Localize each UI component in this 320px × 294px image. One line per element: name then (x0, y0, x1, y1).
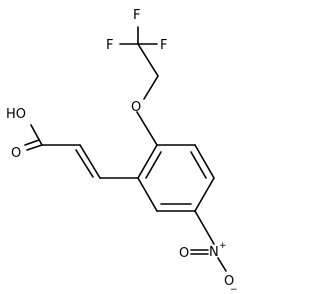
atom-nitro-o-left: O (179, 246, 189, 261)
bond-c-o-double-inner (24, 139, 40, 146)
ring-bond-3 (194, 177, 215, 212)
bond-vinyl-double (79, 144, 101, 179)
nitro-plus-charge: + (219, 241, 227, 251)
ring-bond-6 (137, 144, 158, 179)
acrylic-acid-bonds (24, 124, 139, 179)
bond-c-oh (30, 124, 43, 146)
atom-carbonyl-o: O (11, 146, 21, 161)
structure-canvas: F F F O HO O N + O O − (6, 8, 238, 294)
atom-nitro-o-bottom: O (224, 274, 234, 289)
ring-bond-5 (137, 177, 158, 212)
atom-f-top: F (133, 8, 140, 23)
bond-c-o-double (26, 144, 43, 151)
atom-acid-oh: HO (6, 107, 26, 122)
nitro-bonds (190, 210, 227, 272)
bond-ch2-o (143, 75, 159, 100)
ring-bond-2-inner (190, 151, 207, 179)
bond-ring-n (194, 210, 215, 245)
bond-o-ring (136, 111, 158, 146)
molecule-drawing: F F F O HO O N + O O − (6, 8, 238, 294)
trifluoroethyl-bonds (119, 26, 159, 146)
nitro-minus-charge: − (230, 285, 238, 294)
ring-bond-6-inner (145, 151, 162, 179)
atom-f-left: F (106, 38, 113, 53)
bond-vinyl-double-inner (75, 149, 94, 178)
ring-bond-2 (194, 144, 215, 179)
atom-nitro-n: N (209, 245, 219, 260)
atom-ether-o: O (131, 100, 141, 115)
atom-f-right: F (160, 38, 167, 53)
bond-n-o-bottom (217, 257, 227, 272)
benzene-ring (137, 144, 215, 212)
bond-cf3-ch2 (137, 43, 159, 77)
atom-labels: F F F O HO O N + O O − (6, 8, 238, 294)
